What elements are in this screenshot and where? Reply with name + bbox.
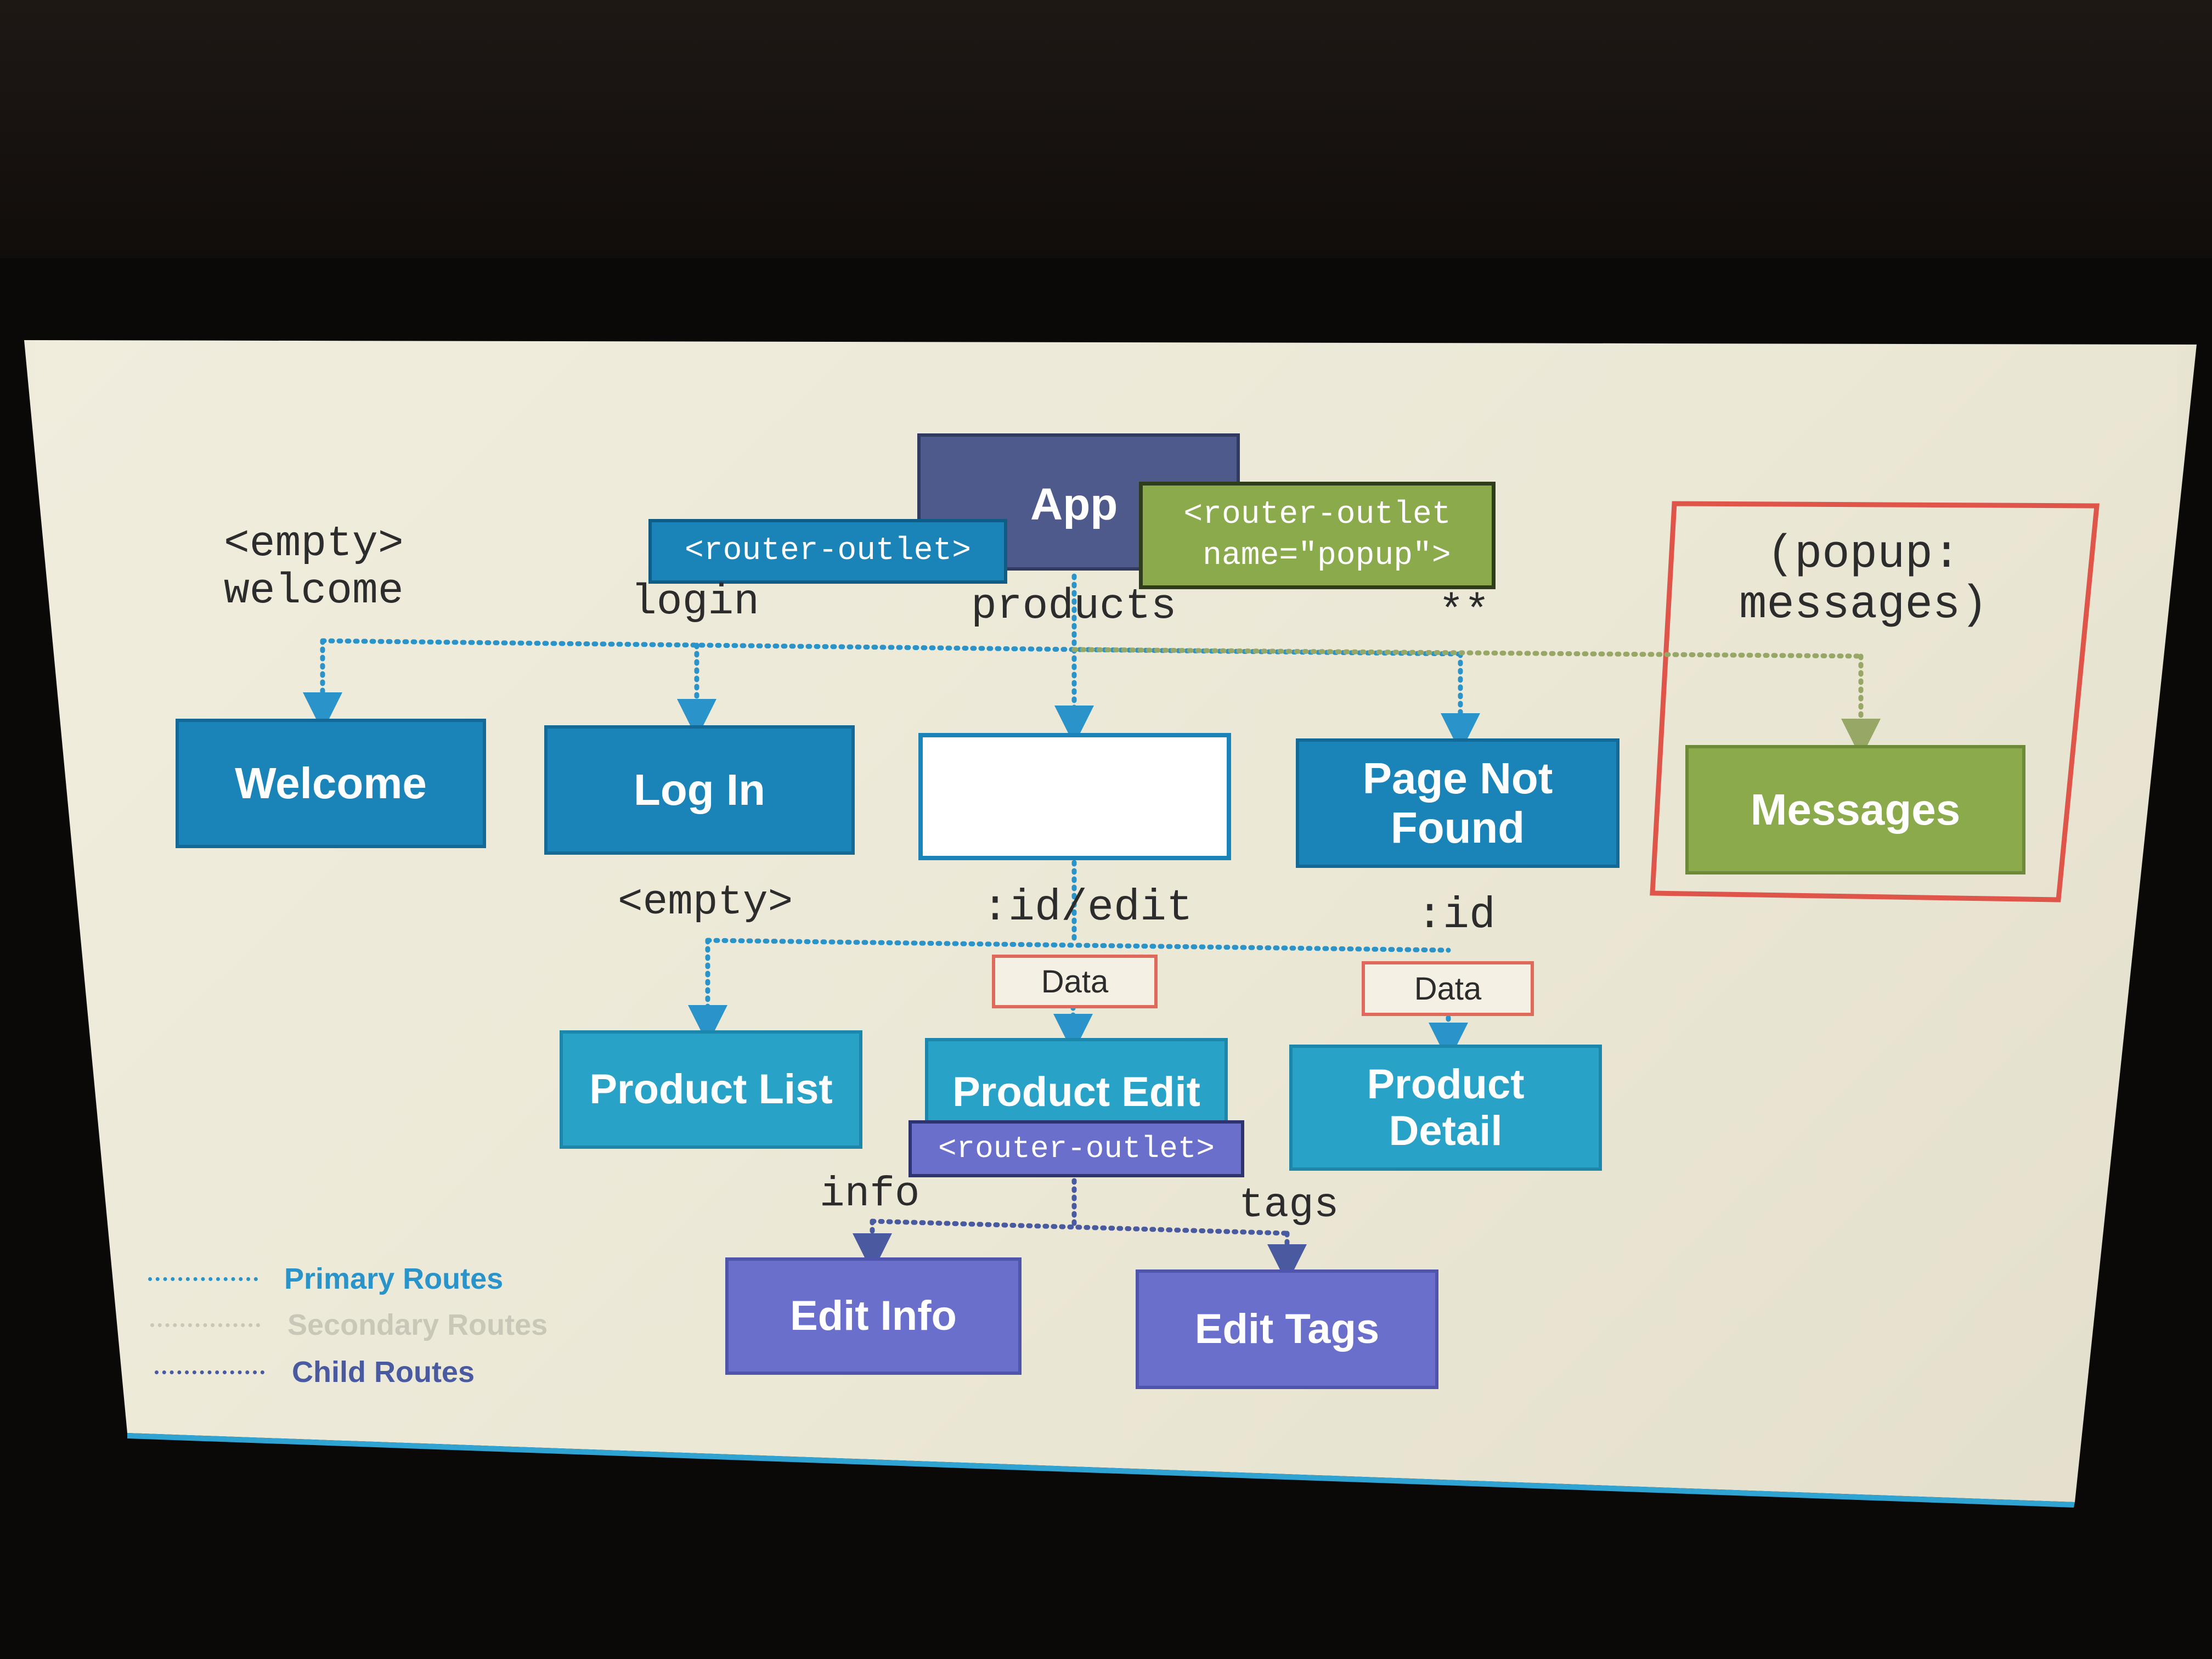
- legend-child-swatch: [155, 1370, 264, 1374]
- product-detail-node: Product Detail: [1289, 1045, 1602, 1171]
- product-edit-label: Product Edit: [952, 1069, 1200, 1115]
- legend-secondary-label: Secondary Routes: [287, 1308, 548, 1341]
- popup-highlight-frame: [1650, 501, 2100, 902]
- page-not-found-node: Page Not Found: [1296, 738, 1620, 868]
- messages-node: Messages: [1685, 745, 2025, 874]
- product-detail-resolver: Data: [1362, 961, 1534, 1016]
- edit-info-node: Edit Info: [725, 1257, 1022, 1375]
- products-child-bus: [705, 938, 1451, 953]
- path-label-product-detail: :id: [1417, 891, 1496, 941]
- legend-child-label: Child Routes: [292, 1356, 475, 1389]
- child-router-outlet: <router-outlet>: [909, 1120, 1244, 1177]
- products-node: [918, 733, 1231, 860]
- app-label: App: [1030, 479, 1118, 529]
- welcome-node: Welcome: [176, 719, 486, 848]
- legend-primary-swatch: [148, 1277, 258, 1281]
- edit-tags-node: Edit Tags: [1136, 1269, 1438, 1389]
- path-label-login: login: [631, 578, 760, 627]
- legend-primary-label: Primary Routes: [284, 1262, 504, 1295]
- background-wall: [0, 0, 2212, 258]
- path-label-welcome: <empty> welcome: [224, 520, 404, 616]
- path-label-wildcard: **: [1438, 588, 1490, 636]
- edit-child-bus: [870, 1218, 1290, 1236]
- product-list-node: Product List: [560, 1030, 862, 1149]
- path-label-product-edit: :id/edit: [982, 883, 1193, 933]
- path-label-edit-info: info: [820, 1171, 920, 1218]
- primary-router-outlet: <router-outlet>: [648, 519, 1007, 584]
- popup-router-outlet: <router-outlet name="popup">: [1139, 482, 1496, 589]
- legend-secondary-swatch: [150, 1323, 260, 1327]
- path-label-popup-messages: (popup: messages): [1739, 529, 1988, 632]
- secondary-route-bus: [1071, 647, 1864, 659]
- path-label-product-list: <empty>: [618, 879, 793, 926]
- login-node: Log In: [544, 725, 855, 855]
- path-label-products: products: [971, 583, 1177, 631]
- path-label-edit-tags: tags: [1239, 1182, 1339, 1229]
- product-edit-resolver: Data: [992, 955, 1158, 1008]
